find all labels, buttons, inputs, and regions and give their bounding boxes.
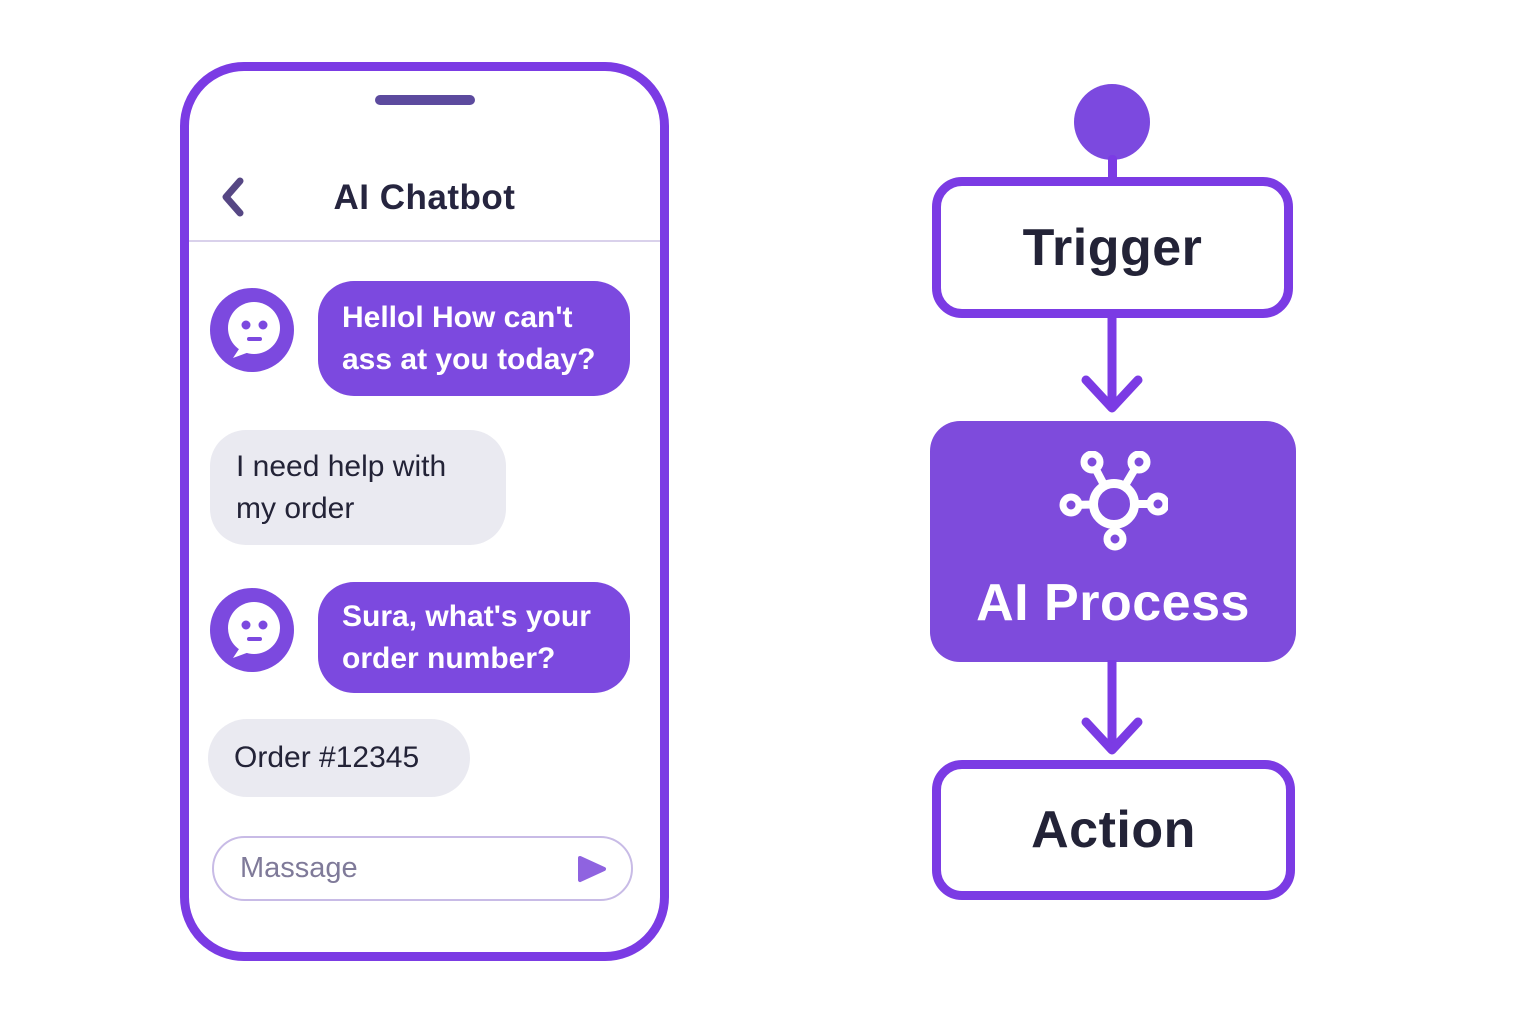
down-arrow-icon xyxy=(1081,660,1143,755)
message-line: Hellol How can't xyxy=(342,300,573,334)
connector-line xyxy=(1108,155,1117,185)
bot-message-bubble: Hellol How can't ass at you today? xyxy=(318,281,630,396)
speaker-bar xyxy=(374,95,475,105)
chat-header: AI Chatbot xyxy=(189,171,660,225)
page-title: AI Chatbot xyxy=(333,178,516,217)
chevron-left-icon xyxy=(222,177,244,217)
flow-node-ai-process: AI Process xyxy=(930,421,1296,662)
bot-avatar xyxy=(210,288,294,372)
message-input-bar xyxy=(212,836,633,901)
hub-network-icon xyxy=(1059,450,1168,550)
send-button[interactable] xyxy=(577,855,607,883)
flow-node-label: Trigger xyxy=(1022,218,1203,277)
flow-node-label: AI Process xyxy=(976,573,1250,632)
flow-node-action: Action xyxy=(932,760,1295,900)
speech-bubble-face-icon xyxy=(210,588,294,672)
bot-avatar xyxy=(210,588,294,672)
play-triangle-icon xyxy=(578,855,606,882)
message-line: Order #12345 xyxy=(234,741,420,774)
header-divider xyxy=(189,240,660,242)
back-button[interactable] xyxy=(220,177,244,217)
message-input[interactable] xyxy=(214,838,577,899)
message-line: ass at you today? xyxy=(342,342,596,376)
message-line: Sura, what's your xyxy=(342,599,591,633)
message-line: order number? xyxy=(342,641,556,675)
user-message-bubble: Order #12345 xyxy=(208,719,470,797)
message-line: I need help with xyxy=(236,449,447,483)
flow-node-trigger: Trigger xyxy=(932,177,1293,318)
speech-bubble-face-icon xyxy=(210,288,294,372)
phone-frame: AI Chatbot Hellol How can't ass at you t… xyxy=(180,62,669,961)
flow-node-label: Action xyxy=(1031,801,1196,859)
message-line: my order xyxy=(236,491,355,525)
start-node-circle xyxy=(1074,84,1150,160)
user-message-bubble: I need help with my order xyxy=(210,430,506,545)
bot-message-bubble: Sura, what's your order number? xyxy=(318,582,630,693)
down-arrow-icon xyxy=(1081,318,1143,413)
